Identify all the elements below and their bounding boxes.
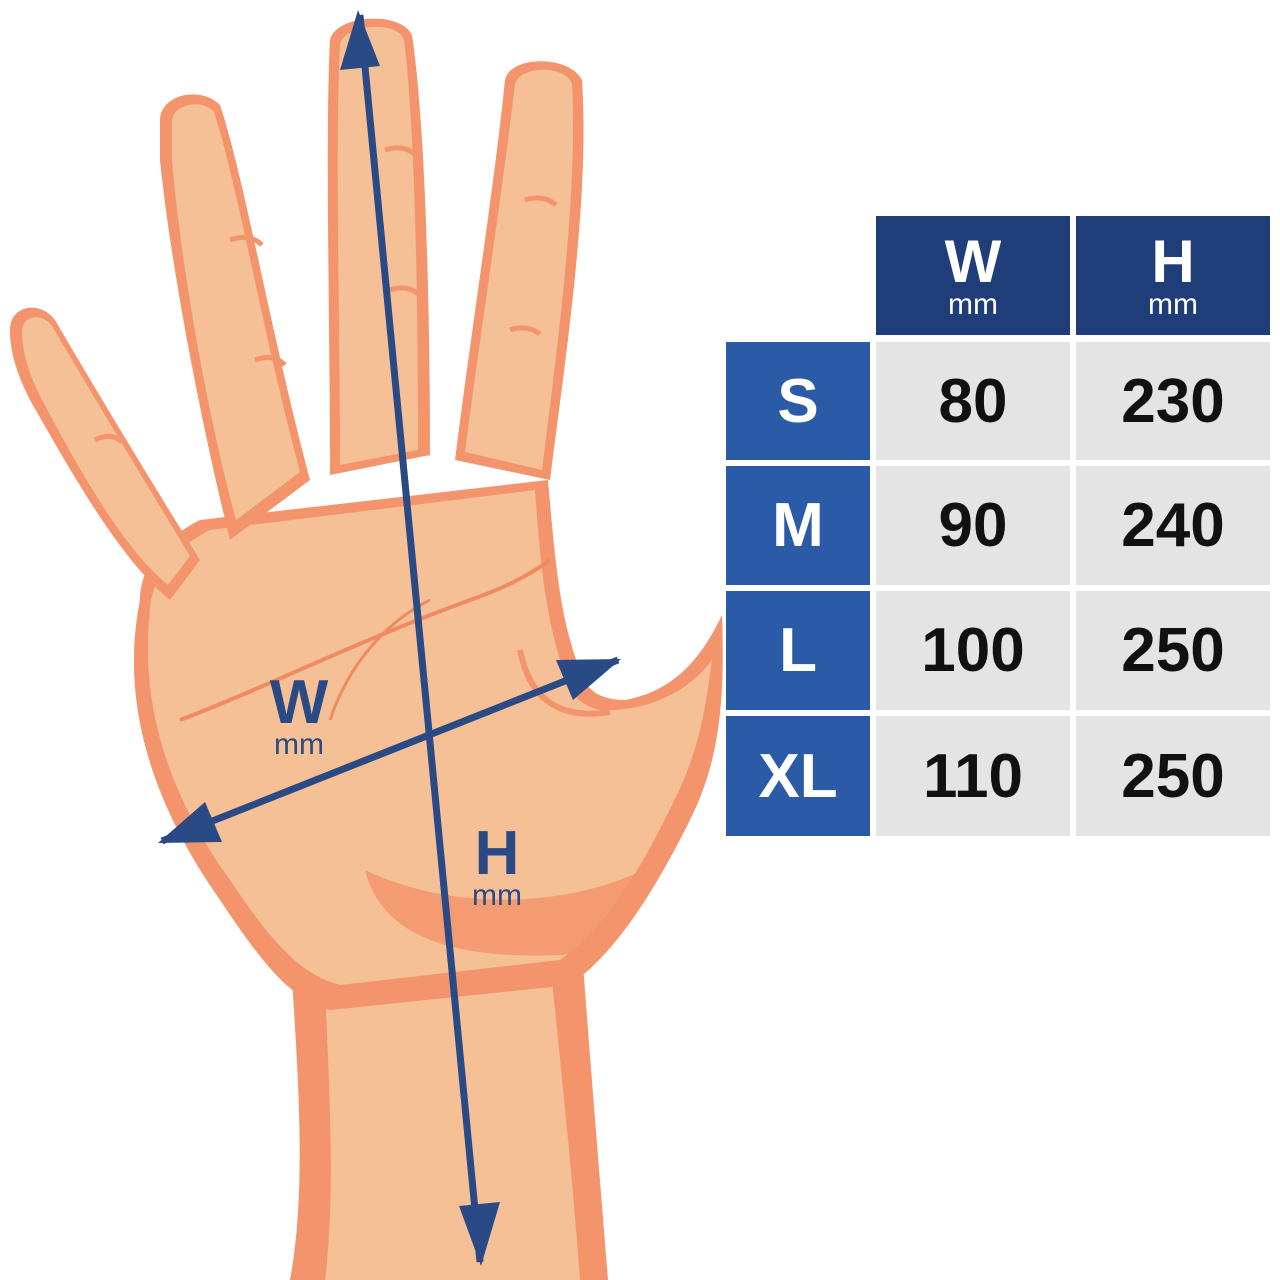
height-arrow-head-top	[340, 10, 380, 70]
width-arrow-head-right	[556, 659, 621, 700]
height-marker-label: H mm	[460, 823, 534, 911]
size-label-xl: XL	[726, 716, 870, 836]
height-value-xl: 250	[1076, 716, 1270, 836]
column-header-h: H mm	[1076, 216, 1270, 335]
width-marker-letter: W	[269, 668, 329, 737]
size-label-s: S	[726, 342, 870, 460]
size-label-l: L	[726, 591, 870, 710]
height-value-m: 240	[1076, 466, 1270, 585]
width-marker-label: W mm	[262, 672, 336, 760]
column-header-unit: mm	[1148, 287, 1198, 321]
height-marker-unit: mm	[472, 879, 522, 912]
width-marker-unit: mm	[274, 728, 324, 761]
size-label-m: M	[726, 466, 870, 585]
column-header-letter: W	[944, 227, 1002, 295]
width-value-l: 100	[876, 591, 1070, 710]
height-arrow	[356, 14, 484, 1263]
column-header-w: W mm	[876, 216, 1070, 335]
width-arrow-head-left	[158, 802, 222, 843]
width-value-s: 80	[876, 342, 1070, 460]
height-value-l: 250	[1076, 591, 1270, 710]
height-value-s: 230	[1076, 342, 1270, 460]
width-value-m: 90	[876, 466, 1070, 585]
width-value-xl: 110	[876, 716, 1070, 836]
height-arrow-head-bottom	[459, 1202, 500, 1266]
height-marker-letter: H	[474, 819, 520, 888]
column-header-letter: H	[1151, 227, 1195, 295]
size-table: W mm H mm S 80 230 M 90 240 L 100 250 XL…	[726, 216, 1270, 836]
column-header-unit: mm	[948, 287, 998, 321]
width-arrow	[160, 656, 620, 845]
